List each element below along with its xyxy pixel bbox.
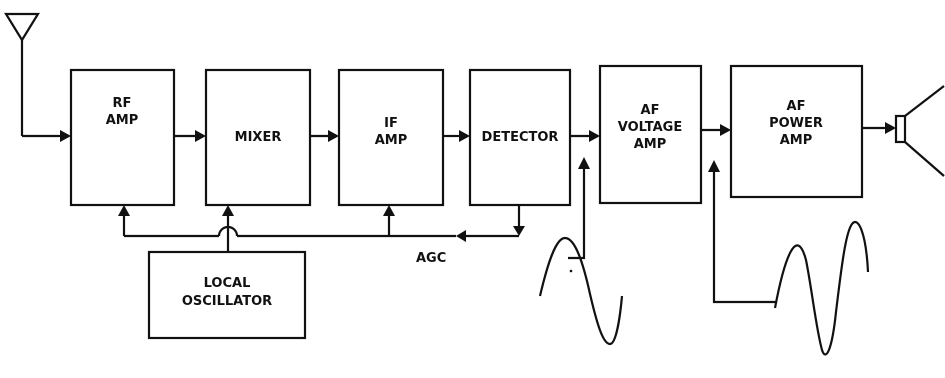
if-amp-label-line1: IF: [384, 116, 398, 131]
signal-arrow-mixer-to-if: [310, 130, 339, 142]
local-oscillator-label-line2: OSCILLATOR: [182, 294, 272, 309]
detector-label: DETECTOR: [482, 130, 559, 145]
af-voltage-amp-label-line2: VOLTAGE: [618, 120, 683, 135]
signal-arrow-af-power-to-speaker: [862, 122, 896, 134]
af-voltage-amp-label-line1: AF: [641, 103, 660, 118]
antenna-icon: [4, 12, 71, 142]
signal-arrow-if-to-detector: [443, 130, 470, 142]
if-amp-label-line2: AMP: [375, 133, 408, 148]
small-sine-wave-icon: [538, 157, 624, 346]
signal-arrow-rf-to-mixer: [174, 130, 206, 142]
agc-label: AGC: [416, 251, 446, 266]
oscillator-to-mixer-line: [222, 205, 234, 252]
large-sine-wave-icon: [708, 160, 870, 356]
af-voltage-amp-label-line3: AMP: [634, 137, 667, 152]
af-power-amp-label-line2: POWER: [769, 116, 823, 131]
af-power-amp-label-line3: AMP: [780, 133, 813, 148]
mixer-label: MIXER: [235, 130, 282, 145]
detector-block: DETECTOR: [468, 68, 572, 207]
rf-amp-block: RF AMP: [69, 68, 176, 207]
signal-arrow-detector-to-af-voltage: [570, 130, 600, 142]
local-oscillator-label-line1: LOCAL: [204, 276, 251, 291]
agc-feedback-line: [118, 205, 525, 242]
signal-arrow-af-voltage-to-af-power: [701, 124, 731, 136]
rf-amp-label-line2: AMP: [106, 113, 139, 128]
af-power-amp-label-line1: AF: [787, 99, 806, 114]
if-amp-block: IF AMP: [337, 68, 445, 207]
af-voltage-amp-block: AF VOLTAGE AMP: [598, 64, 703, 205]
af-power-amp-block: AF POWER AMP: [729, 64, 864, 199]
speaker-icon: [894, 85, 945, 177]
local-oscillator-block: LOCAL OSCILLATOR: [147, 250, 307, 340]
rf-amp-label-line1: RF: [113, 96, 132, 111]
mixer-block: MIXER: [204, 68, 312, 207]
